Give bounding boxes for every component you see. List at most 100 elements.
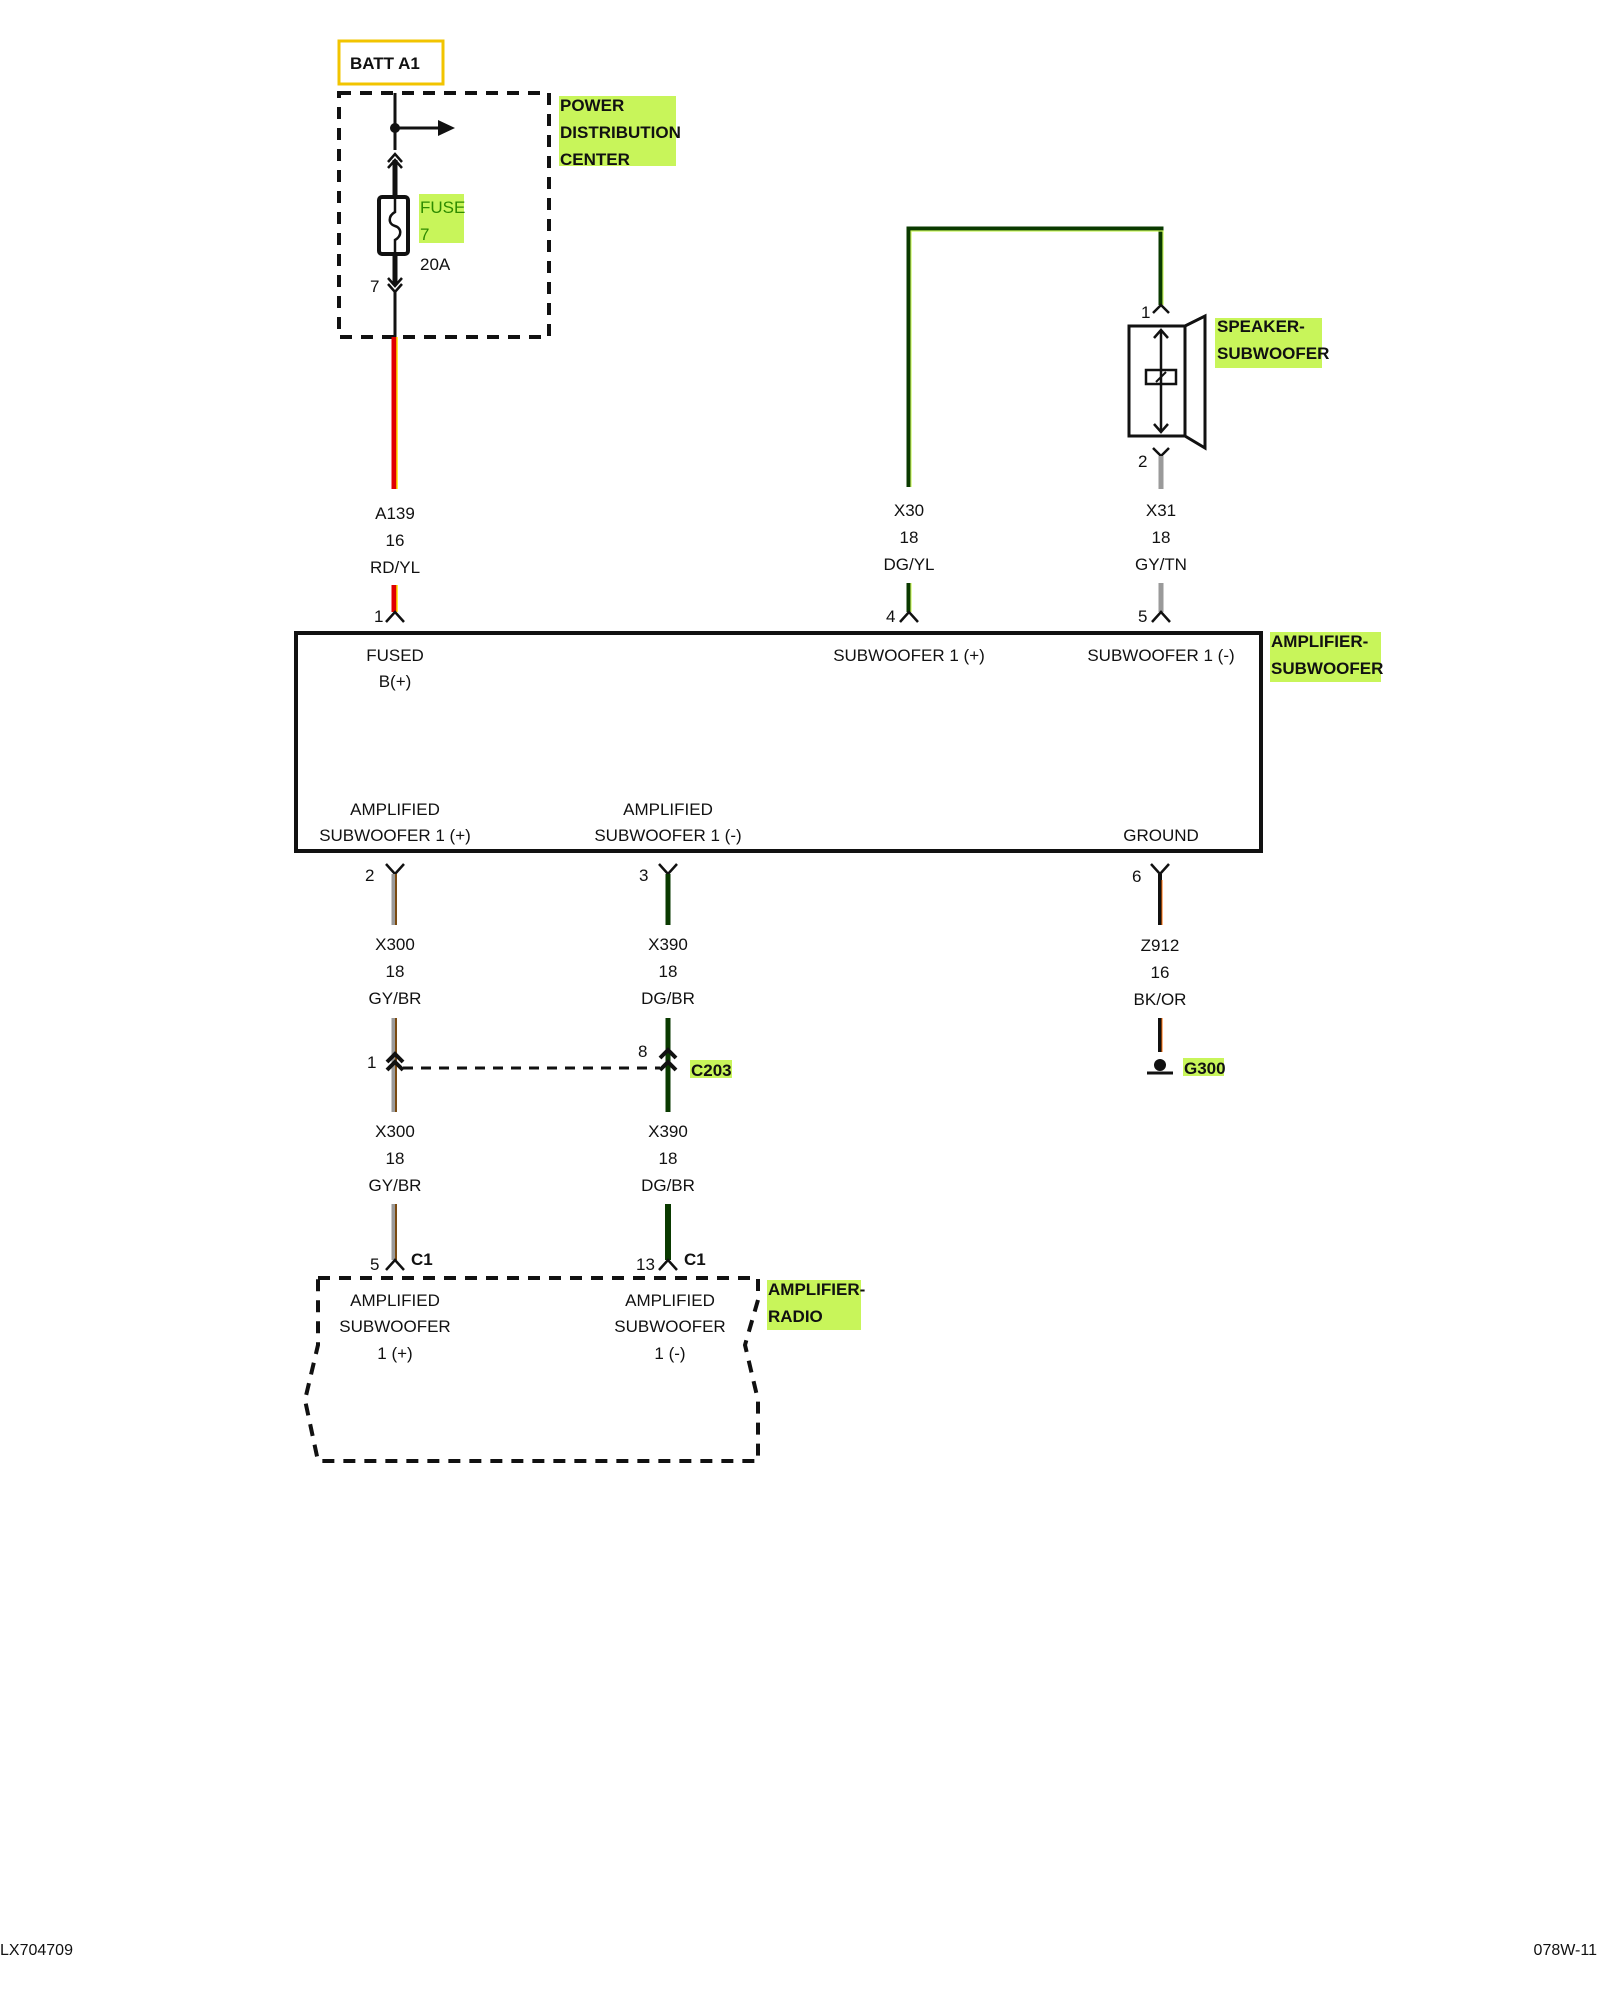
- amp-pin-1-label-line-1: FUSED: [366, 646, 424, 665]
- amplifier-radio-label-line-1: AMPLIFIER-: [768, 1280, 865, 1299]
- wire-x390-lower-circuit: X390: [648, 1122, 688, 1141]
- speaker-pin-1-connector-icon: [1152, 303, 1170, 314]
- pdc-label-line-3: CENTER: [560, 150, 630, 169]
- c203-pin-1-number: 1: [367, 1053, 376, 1072]
- g300-label-highlight: [1183, 1058, 1224, 1076]
- connector-chevron-icon: [387, 277, 403, 288]
- amp-pin-1-label-line-2: B(+): [379, 672, 412, 691]
- amp-pin-5-label: SUBWOOFER 1 (-): [1087, 646, 1234, 665]
- radio-pin-5-label-line-2: SUBWOOFER: [339, 1317, 450, 1336]
- radio-pin-5-label-line-1: AMPLIFIED: [350, 1291, 440, 1310]
- connector-c203[interactable]: 1 8 C203: [367, 1042, 732, 1080]
- speaker-label-line-2: SUBWOOFER: [1217, 344, 1329, 363]
- amp-pin-6-number: 6: [1132, 867, 1141, 886]
- radio-pin-13-connector-icon: [658, 1258, 678, 1271]
- wire-x300-lower-gauge: 18: [386, 1149, 405, 1168]
- radio-pin-5-label-line-3: 1 (+): [377, 1344, 412, 1363]
- batt-a1-label: BATT A1: [350, 54, 420, 73]
- amplifier-subwoofer-label-line-2: SUBWOOFER: [1271, 659, 1383, 678]
- wire-a139-gauge: 16: [386, 531, 405, 550]
- speaker-subwoofer[interactable]: 1 SPEAKER- SUBWOOFER 2: [1127, 303, 1329, 471]
- radio-pin-13-connector: C1: [684, 1250, 706, 1269]
- wire-x300-lower-circuit: X300: [375, 1122, 415, 1141]
- wire-x390-upper-gauge: 18: [659, 962, 678, 981]
- amp-pin-3-label-line-1: AMPLIFIED: [623, 800, 713, 819]
- amplifier-subwoofer-box: [294, 631, 1263, 853]
- bus-splice: [387, 93, 455, 197]
- radio-pin-5-connector-icon: [385, 1258, 405, 1271]
- wire-x390-upper-circuit: X390: [648, 935, 688, 954]
- pdc-outline: [337, 91, 551, 339]
- speaker-pin-2-number: 2: [1138, 452, 1147, 471]
- radio-pin-5-number: 5: [370, 1255, 379, 1274]
- amplifier-subwoofer-label-line-1: AMPLIFIER-: [1271, 632, 1368, 651]
- footer-page-id: 078W-11: [1534, 1942, 1598, 1959]
- wire-z912[interactable]: 6 Z912 16 BK/OR: [1132, 863, 1186, 1052]
- amp-pin-4-label: SUBWOOFER 1 (+): [833, 646, 985, 665]
- ground-g300[interactable]: G300: [1147, 1058, 1226, 1078]
- batt-a1-source[interactable]: BATT A1: [337, 39, 445, 86]
- c203-pin-8-number: 8: [638, 1042, 647, 1061]
- wire-x30-gauge: 18: [900, 528, 919, 547]
- fuse-7[interactable]: FUSE 7 20A 7: [370, 194, 465, 337]
- amp-pin-2-label-line-1: AMPLIFIED: [350, 800, 440, 819]
- wire-x31[interactable]: X31 18 GY/TN 5: [1135, 456, 1187, 626]
- wire-x30-loop: [906, 226, 1164, 487]
- amp-pin-4-number: 4: [886, 607, 895, 626]
- fuse-pin-number: 7: [370, 277, 379, 296]
- wire-x390-lower-gauge: 18: [659, 1149, 678, 1168]
- power-distribution-center[interactable]: POWER DISTRIBUTION CENTER: [337, 91, 681, 339]
- amp-pin-1-number: 1: [374, 607, 383, 626]
- pin-2-connector-icon: [385, 863, 405, 876]
- fuse-label-highlight: [419, 194, 464, 243]
- pdc-label-line-2: DISTRIBUTION: [560, 123, 681, 142]
- continue-arrow-icon: [438, 120, 455, 136]
- wire-z912-gauge: 16: [1151, 963, 1170, 982]
- wire-x30[interactable]: X30 18 DG/YL 4: [883, 226, 1164, 626]
- speaker-pin-2-connector-icon: [1152, 447, 1170, 458]
- amp-pin-6-label: GROUND: [1123, 826, 1199, 845]
- pdc-label-highlight: [559, 96, 676, 166]
- connector-chevron-icon: [387, 152, 403, 163]
- radio-pin-5-connector: C1: [411, 1250, 433, 1269]
- amp-pin-2-label-line-2: SUBWOOFER 1 (+): [319, 826, 471, 845]
- amp-pin-2-number: 2: [365, 866, 374, 885]
- wire-x30-circuit: X30: [894, 501, 924, 520]
- wire-x31-gauge: 18: [1152, 528, 1171, 547]
- amplifier-radio[interactable]: 5 C1 13 C1 AMPLIFIED SUBWOOFER 1 (+) AMP…: [302, 1250, 865, 1463]
- amp-pin-5-number: 5: [1138, 607, 1147, 626]
- speaker-pin-1-number: 1: [1141, 303, 1150, 322]
- wire-x300[interactable]: 2 X300 18 GY/BR X300 18 GY/BR: [365, 863, 422, 1260]
- pin-1-connector-icon: [385, 610, 405, 623]
- amp-pin-3-number: 3: [639, 866, 648, 885]
- wire-x300-lower-color: GY/BR: [369, 1176, 422, 1195]
- c203-pin-8-chevron-icon: [658, 1047, 678, 1060]
- amp-pin-3-label-line-2: SUBWOOFER 1 (-): [594, 826, 741, 845]
- radio-pin-13-label-line-3: 1 (-): [654, 1344, 685, 1363]
- ground-icon: [1154, 1059, 1166, 1071]
- radio-pin-13-number: 13: [636, 1255, 655, 1274]
- speaker-label-highlight: [1215, 318, 1322, 368]
- wire-a139[interactable]: A139 16 RD/YL 1: [370, 337, 420, 626]
- wire-a139-color: RD/YL: [370, 558, 420, 577]
- amplifier-subwoofer[interactable]: FUSED B(+) SUBWOOFER 1 (+) SUBWOOFER 1 (…: [294, 631, 1383, 853]
- fuse-label-line-2: 7: [420, 225, 429, 244]
- wire-x390[interactable]: 3 X390 18 DG/BR X390 18 DG/BR: [639, 863, 695, 1260]
- batt-a1-box: [337, 39, 445, 86]
- wire-x31-circuit: X31: [1146, 501, 1176, 520]
- fuse-rating: 20A: [420, 255, 451, 274]
- pdc-label-line-1: POWER: [560, 96, 624, 115]
- fuse-label-line-1: FUSE: [420, 198, 465, 217]
- amplifier-subwoofer-label-highlight: [1270, 632, 1381, 682]
- c203-label: C203: [691, 1061, 732, 1080]
- radio-pin-13-label-line-1: AMPLIFIED: [625, 1291, 715, 1310]
- wire-x300-upper-circuit: X300: [375, 935, 415, 954]
- wire-x390-lower-color: DG/BR: [641, 1176, 695, 1195]
- wire-x390-upper-color: DG/BR: [641, 989, 695, 1008]
- g300-label: G300: [1184, 1059, 1226, 1078]
- wire-x300-upper-gauge: 18: [386, 962, 405, 981]
- wire-x300-upper-color: GY/BR: [369, 989, 422, 1008]
- pin-4-connector-icon: [899, 610, 919, 623]
- wire-z912-circuit: Z912: [1141, 936, 1180, 955]
